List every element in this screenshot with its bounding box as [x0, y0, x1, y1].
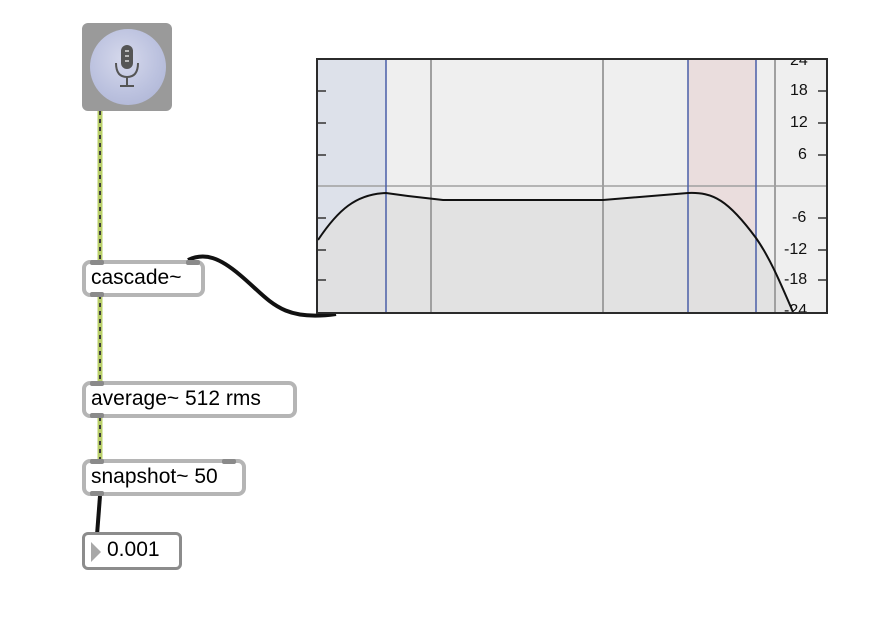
control-cord-snapshot-number[interactable] — [95, 495, 102, 536]
db-label-12: 12 — [790, 114, 808, 131]
average-inlet[interactable] — [90, 381, 104, 386]
db-label-minus-6: -6 — [792, 209, 807, 226]
db-label-minus-18: -18 — [784, 271, 808, 288]
number-triangle-icon — [91, 542, 101, 562]
adc-object[interactable] — [82, 23, 172, 111]
db-label-18: 18 — [790, 82, 808, 99]
average-object[interactable]: average~ 512 rms — [82, 381, 297, 418]
response-curve — [318, 191, 794, 312]
number-box[interactable]: 0.001 — [82, 532, 182, 570]
average-outlet[interactable] — [90, 413, 104, 418]
db-label-minus-24: -24 — [784, 302, 808, 314]
control-cord-filtergraph-cascade[interactable] — [187, 254, 337, 318]
snapshot-object[interactable]: snapshot~ 50 — [82, 459, 246, 496]
microphone-icon — [115, 45, 139, 87]
snapshot-inlet-left[interactable] — [90, 459, 104, 464]
db-label-minus-12: -12 — [784, 241, 808, 258]
db-label-24: 24 — [790, 58, 808, 69]
db-label-6: 6 — [798, 146, 807, 163]
cascade-label: cascade~ — [91, 266, 182, 289]
response-fill — [318, 192, 793, 312]
snapshot-label: snapshot~ 50 — [91, 465, 218, 488]
snapshot-inlet-right[interactable] — [222, 459, 236, 464]
filtergraph-canvas — [318, 60, 826, 312]
average-label: average~ 512 rms — [91, 387, 261, 410]
cascade-inlet-left[interactable] — [90, 260, 104, 265]
cascade-object[interactable]: cascade~ — [82, 260, 205, 297]
filtergraph[interactable]: 24 18 12 6 -6 -12 -18 -24 — [316, 58, 828, 314]
number-value: 0.001 — [107, 538, 160, 561]
cascade-outlet[interactable] — [90, 292, 104, 297]
cascade-inlet-right[interactable] — [186, 260, 200, 265]
snapshot-outlet[interactable] — [90, 491, 104, 496]
